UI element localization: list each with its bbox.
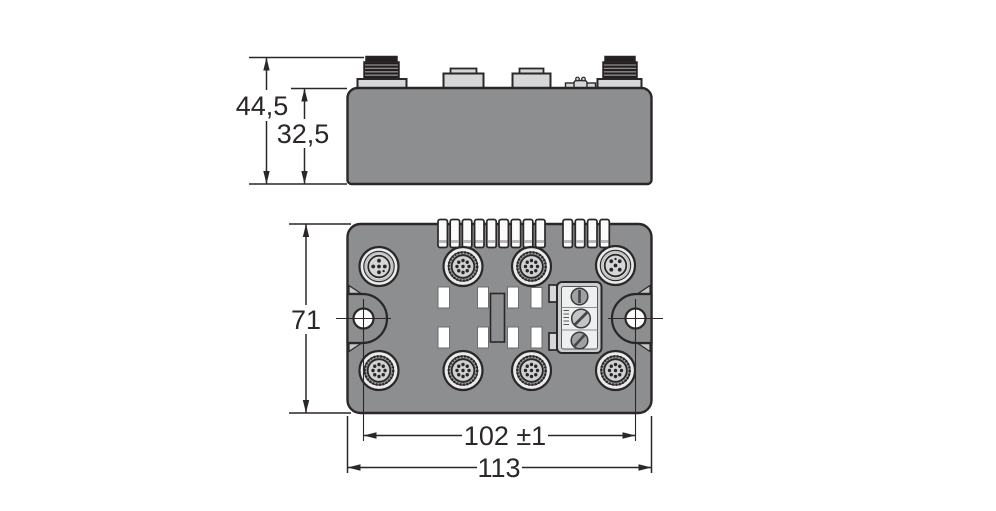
dimension-height-71 [289,223,351,414]
m12-connector-8pin-icon [510,245,553,288]
dimension-overall-width [346,416,653,473]
arrow-up-icon [301,88,308,102]
arrow-down-icon [263,171,270,184]
arrow-up-icon [302,224,310,237]
m12-connector-8pin-icon [442,245,484,288]
label-tab [498,218,510,249]
cover-bump-2 [511,67,552,90]
dimension-body-height [291,87,347,184]
side-view: 44,5 32,5 [236,55,653,186]
m12-plug-side-right-icon [596,55,643,90]
label-tab [473,218,485,249]
dimension-hole-spacing [363,432,636,439]
dim-label-hole-spacing: 102 ±1 [464,421,546,451]
top-view: 71 102 ±1 113 [289,218,663,483]
cover-bump-1 [442,67,485,90]
dim-label-overall-width: 113 [477,453,520,483]
m12-connector-5pin-icon [358,245,400,288]
arrow-left-icon [363,432,377,439]
arrow-right-icon [622,432,636,439]
led-window [437,326,450,349]
m12-connector-8pin-icon [594,349,637,392]
label-tab-row [437,218,611,249]
m12-connector-8pin-icon [510,349,553,392]
dimension-overall-height [249,56,364,185]
led-window [437,286,450,309]
label-tab [562,218,574,249]
dim-label-overall-height: 44,5 [236,91,289,121]
led-window [477,326,489,349]
arrow-up-icon [263,57,270,71]
m12-plug-side-left-icon [356,55,408,90]
label-tab [534,218,546,249]
led-window [507,326,519,349]
led-windows [437,286,543,349]
arrow-right-icon [638,464,652,471]
led-window [530,287,543,309]
label-tab [461,218,473,249]
led-window [530,326,543,349]
label-tab [437,218,449,249]
label-tab [485,218,498,249]
m12-connector-8pin-icon [442,349,484,392]
center-label-slot [489,292,506,343]
label-tab [510,218,522,249]
dim-label-body-height: 32,5 [277,119,330,149]
scale-ticks-icon [563,310,569,325]
rotary-switch-module [548,281,603,354]
m12-connector-5pin-icon [594,244,637,287]
label-tab [586,218,598,249]
dim-label-height-71: 71 [291,305,321,335]
label-tab [449,218,461,249]
led-window [477,286,489,309]
arrow-down-icon [301,171,308,184]
arrow-left-icon [347,464,361,471]
label-tab [599,218,611,249]
label-tab [522,218,534,249]
label-tab [574,218,586,249]
led-window [507,286,519,309]
housing-side-body [346,86,653,186]
arrow-down-icon [302,400,310,413]
m12-connector-8pin-icon [358,349,400,392]
